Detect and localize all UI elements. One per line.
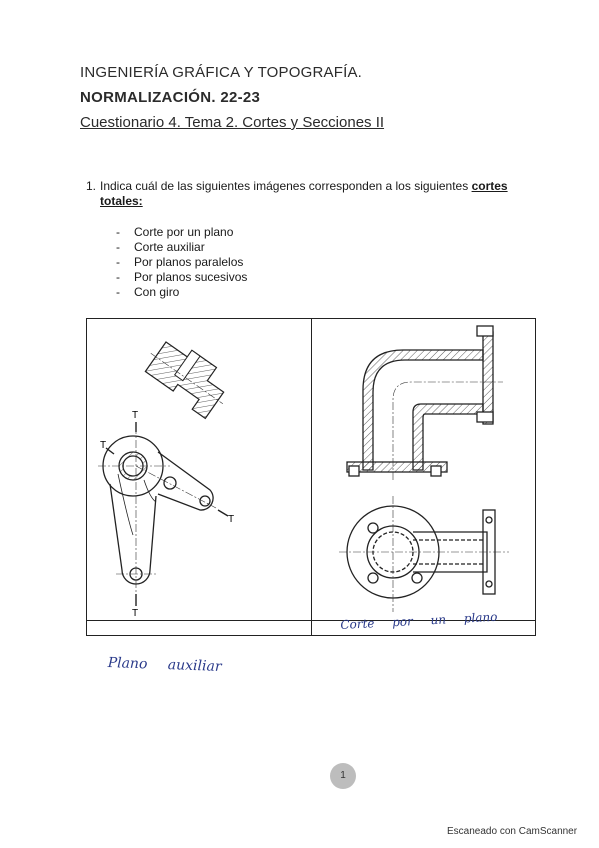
cutting-plane-lines [105,422,229,606]
cutting-plane-label: T [100,440,106,451]
option-item: Por planos paralelos [116,255,247,270]
plan-center-lines [339,496,509,612]
question-number: 1. [86,179,97,193]
answer-row-line [86,620,536,621]
questionnaire-title: Cuestionario 4. Tema 2. Cortes y Seccion… [80,114,385,131]
scanner-watermark: Escaneado con CamScanner [447,826,578,837]
page-number: 1 [330,763,356,789]
cell-divider [311,318,312,636]
question-text-main: Indica cuál de las siguientes imágenes c… [100,179,472,193]
elbow-elevation [346,325,494,477]
cutting-plane-label: T [132,608,138,618]
option-item: Con giro [116,285,247,300]
option-item: Por planos sucesivos [116,270,247,285]
cutting-plane-label: T [132,410,138,421]
elbow-center-lines [392,381,503,480]
handwritten-answer-left: Plano auxiliar [107,655,222,675]
auxiliary-section-view [144,341,225,420]
center-lines [98,426,217,604]
option-list: Corte por un plano Corte auxiliar Por pl… [116,225,247,300]
course-title: INGENIERÍA GRÁFICA Y TOPOGRAFÍA. [80,64,363,81]
lever-drawing: T T T T [98,341,234,618]
question-text: Indica cuál de las siguientes imágenes c… [100,179,510,209]
cutting-plane-label: T [228,514,234,525]
lever-view [102,435,214,585]
option-item: Corte por un plano [116,225,247,240]
option-item: Corte auxiliar [116,240,247,255]
elbow-drawing [339,325,509,612]
question-text-bold: cortes totales: [100,179,508,208]
normalization-title: NORMALIZACIÓN. 22-23 [80,89,261,106]
